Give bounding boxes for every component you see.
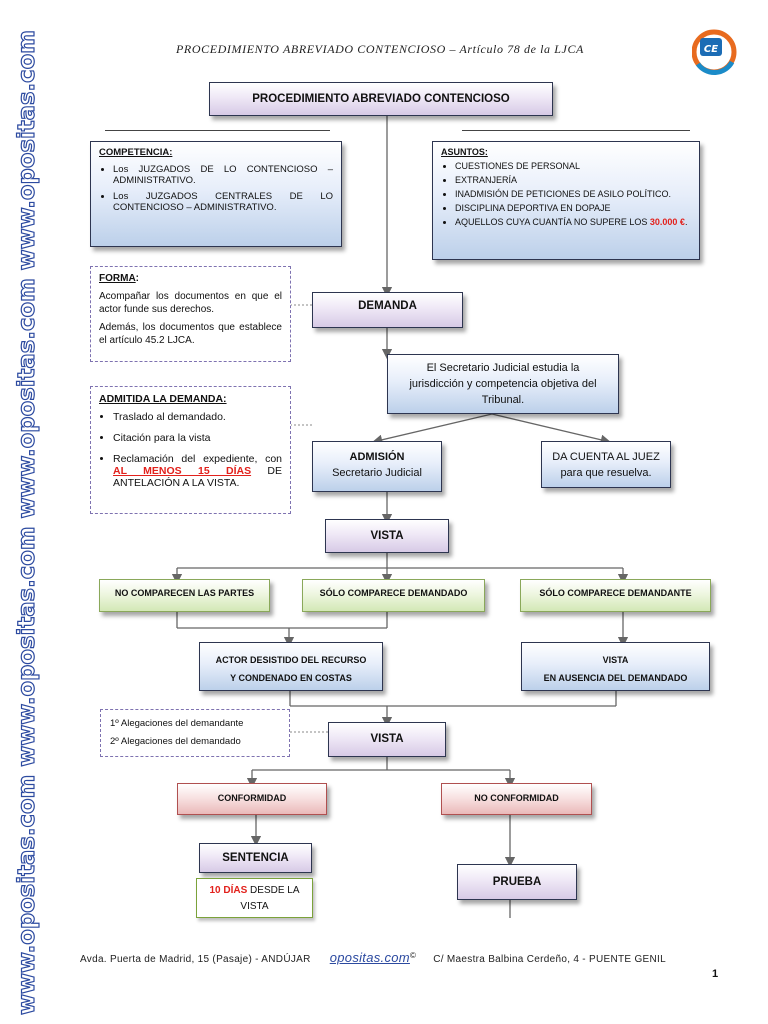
vista-box-1: VISTA	[325, 519, 449, 553]
sentencia-box: SENTENCIA	[199, 843, 312, 873]
asuntos-item-5: AQUELLOS CUYA CUANTÍA NO SUPERE LOS 30.0…	[455, 217, 691, 227]
admitida-title: ADMITIDA LA DEMANDA:	[99, 393, 227, 405]
da-cuenta-box: DA CUENTA AL JUEZ para que resuelva.	[541, 441, 671, 488]
solo-demandante-box: SÓLO COMPARECE DEMANDANTE	[520, 579, 711, 612]
divider-right	[462, 130, 690, 131]
admitida-box: ADMITIDA LA DEMANDA: Traslado al demanda…	[90, 386, 291, 514]
side-watermark: www.opositas.com www.opositas.com www.op…	[8, 15, 44, 1015]
competencia-box: COMPETENCIA: Los JUZGADOS DE LO CONTENCI…	[90, 141, 342, 247]
alegaciones-box: 1º Alegaciones del demandante 2º Alegaci…	[100, 709, 290, 757]
vista-ausencia-l2: EN AUSENCIA DEL DEMANDADO	[543, 673, 688, 683]
asuntos-amount: 30.000 €	[649, 217, 685, 227]
watermark-svg: www.opositas.com www.opositas.com www.op…	[13, 29, 40, 1015]
footer-brand-link[interactable]: opositas.com	[329, 950, 410, 965]
actor-desistido-l1: ACTOR DESISTIDO DEL RECURSO	[215, 655, 367, 665]
asuntos-item-2: EXTRANJERÍA	[455, 175, 691, 185]
actor-desistido-l2: Y CONDENADO EN COSTAS	[230, 673, 352, 683]
diez-dias-line-1: 10 DÍAS DESDE LA	[201, 883, 308, 899]
forma-colon: :	[135, 273, 140, 284]
forma-title: FORMA	[99, 273, 136, 284]
footer-copyright: ©	[409, 950, 417, 960]
competencia-item-1: Los JUZGADOS DE LO CONTENCIOSO – ADMINIS…	[113, 164, 333, 186]
demanda-box: DEMANDA	[312, 292, 463, 328]
footer-right-address: C/ Maestra Balbina Cerdeño, 4 - PUENTE G…	[433, 954, 666, 965]
actor-desistido-box: ACTOR DESISTIDO DEL RECURSO Y CONDENADO …	[199, 642, 383, 691]
page-number: 1	[712, 968, 719, 980]
diez-dias-red: 10 DÍAS	[209, 885, 248, 896]
admision-box: ADMISIÓN Secretario Judicial	[312, 441, 442, 492]
asuntos-title: ASUNTOS:	[441, 147, 488, 157]
diez-dias-box: 10 DÍAS DESDE LA VISTA	[196, 878, 313, 918]
forma-p1: Acompañar los documentos en que el actor…	[99, 291, 282, 315]
competencia-item-2: Los JUZGADOS CENTRALES DE LO CONTENCIOSO…	[113, 191, 333, 213]
vista-box-2: VISTA	[328, 722, 446, 757]
conformidad-box: CONFORMIDAD	[177, 783, 327, 815]
asuntos-item-3: INADMISIÓN DE PETICIONES DE ASILO POLÍTI…	[455, 189, 691, 199]
vista-ausencia-box: VISTA EN AUSENCIA DEL DEMANDADO	[521, 642, 710, 691]
admitida-item-3: Reclamación del expediente, con AL MENOS…	[113, 453, 282, 489]
asuntos-item-1: CUESTIONES DE PERSONAL	[455, 161, 691, 171]
da-cuenta-l1: DA CUENTA AL JUEZ	[552, 451, 660, 463]
admitida-item-3-red: AL MENOS 15 DÍAS	[113, 465, 252, 477]
da-cuenta-l2: para que resuelva.	[560, 467, 652, 479]
main-title-box: PROCEDIMIENTO ABREVIADO CONTENCIOSO	[209, 82, 553, 116]
logo-icon: CE	[691, 29, 737, 76]
admitida-item-1: Traslado al demandado.	[113, 411, 282, 423]
no-comparecen-box: NO COMPARECEN LAS PARTES	[99, 579, 270, 612]
asuntos-item-4: DISCIPLINA DEPORTIVA EN DOPAJE	[455, 203, 691, 213]
forma-heading: FORMA:	[99, 273, 282, 284]
asuntos-amount-tail: .	[684, 217, 688, 227]
admision-title: ADMISIÓN	[349, 451, 405, 463]
watermark-text: www.opositas.com www.opositas.com www.op…	[14, 30, 40, 1015]
footer-left-address: Avda. Puerta de Madrid, 15 (Pasaje) - AN…	[80, 954, 311, 965]
prueba-box: PRUEBA	[457, 864, 577, 900]
forma-p2: Además, los documentos que establece el …	[99, 322, 282, 346]
vista-ausencia-l1: VISTA	[602, 655, 629, 665]
solo-demandado-box: SÓLO COMPARECE DEMANDADO	[302, 579, 485, 612]
divider-left	[105, 130, 330, 131]
page-header: PROCEDIMIENTO ABREVIADO CONTENCIOSO – Ar…	[176, 42, 584, 56]
alegaciones-l2: 2º Alegaciones del demandado	[110, 736, 241, 747]
logo: CE	[691, 26, 740, 78]
forma-box: FORMA: Acompañar los documentos en que e…	[90, 266, 291, 362]
asuntos-box: ASUNTOS: CUESTIONES DE PERSONAL EXTRANJE…	[432, 141, 700, 260]
admitida-item-3-post: DE ANTELACIÓN A LA VISTA.	[113, 465, 283, 489]
diez-dias-rest2: VISTA	[240, 901, 269, 912]
admision-sub: Secretario Judicial	[332, 467, 422, 479]
competencia-title: COMPETENCIA:	[99, 147, 173, 158]
no-conformidad-box: NO CONFORMIDAD	[441, 783, 592, 815]
asuntos-item-5-text: AQUELLOS CUYA CUANTÍA NO SUPERE LOS	[455, 217, 648, 227]
admitida-item-2: Citación para la vista	[113, 432, 282, 444]
admitida-item-3-pre: Reclamación del expediente, con	[113, 453, 282, 465]
footer: Avda. Puerta de Madrid, 15 (Pasaje) - AN…	[80, 950, 720, 965]
logo-text: CE	[704, 44, 718, 55]
secretario-box: El Secretario Judicial estudia la jurisd…	[387, 354, 619, 414]
alegaciones-l1: 1º Alegaciones del demandante	[110, 718, 244, 729]
diez-dias-rest1: DESDE LA	[250, 885, 300, 896]
